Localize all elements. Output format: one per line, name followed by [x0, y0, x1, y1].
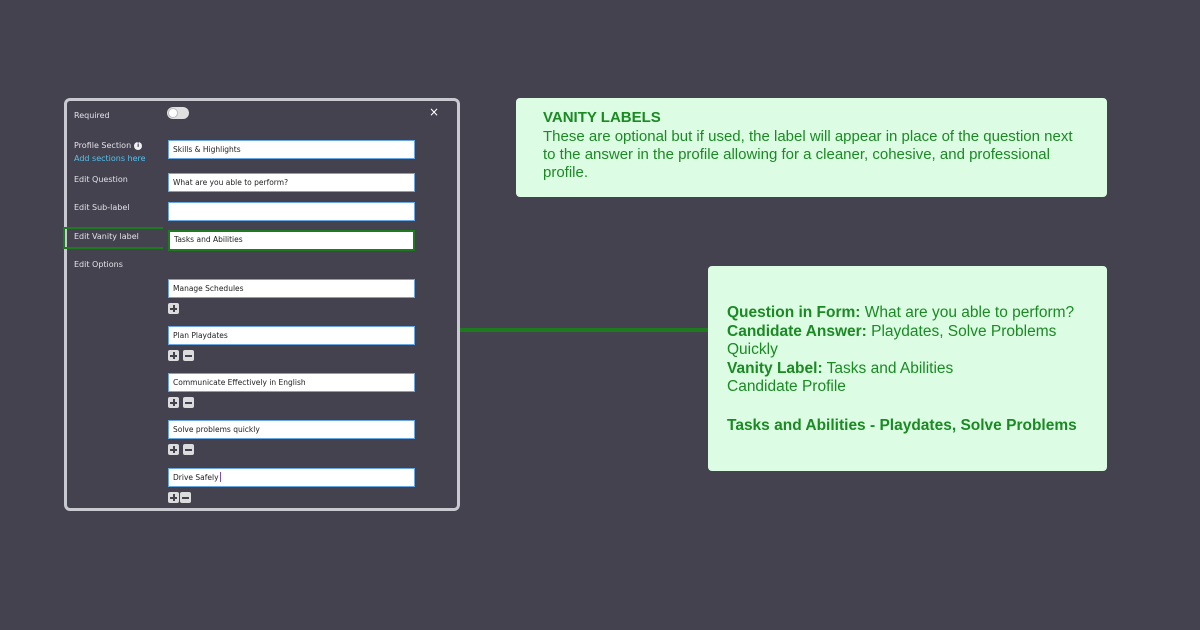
- info-card-body: These are optional but if used, the labe…: [543, 128, 1073, 181]
- remove-option-icon[interactable]: [183, 444, 194, 455]
- candidate-profile-heading: Candidate Profile: [727, 378, 846, 395]
- toggle-knob: [168, 108, 178, 118]
- question-in-form-value: What are you able to perform?: [864, 304, 1075, 321]
- profile-section-field[interactable]: Skills & Highlights: [168, 140, 415, 159]
- required-toggle[interactable]: [167, 107, 189, 119]
- example-question-line: Question in Form: What are you able to p…: [727, 304, 1087, 323]
- remove-option-icon[interactable]: [183, 397, 194, 408]
- edit-sublabel-label: Edit Sub-label: [74, 203, 130, 212]
- option-buttons: [168, 492, 191, 503]
- add-option-icon[interactable]: [168, 444, 179, 455]
- add-option-icon[interactable]: [168, 397, 179, 408]
- add-option-icon[interactable]: [168, 492, 179, 503]
- vanity-label-value: Tasks and Abilities: [826, 359, 954, 377]
- option-field[interactable]: Solve problems quickly: [168, 420, 415, 439]
- profile-result-line: Tasks and Abilities - Playdates, Solve P…: [727, 416, 1077, 434]
- question-in-form-label: Question in Form:: [727, 304, 861, 321]
- info-card-title: VANITY LABELS: [543, 109, 661, 126]
- sublabel-field[interactable]: [168, 202, 415, 221]
- option-field[interactable]: Manage Schedules: [168, 279, 415, 298]
- example-vanity-line: Vanity Label: Tasks and Abilities: [727, 360, 1087, 379]
- vanity-label-field[interactable]: Tasks and Abilities: [168, 230, 415, 251]
- profile-section-text: Profile Section: [74, 141, 132, 150]
- candidate-answer-label: Candidate Answer:: [727, 322, 867, 340]
- add-option-icon[interactable]: [168, 303, 179, 314]
- required-label: Required: [74, 111, 110, 120]
- option-field[interactable]: Drive Safely: [168, 468, 415, 487]
- edit-vanity-label: Edit Vanity label: [74, 232, 139, 241]
- vanity-labels-info-card: VANITY LABELS These are optional but if …: [516, 98, 1107, 197]
- remove-option-icon[interactable]: [183, 350, 194, 361]
- option-buttons: [168, 350, 194, 361]
- add-sections-link[interactable]: Add sections here: [74, 154, 146, 163]
- info-icon[interactable]: i: [134, 142, 143, 150]
- edit-options-label: Edit Options: [74, 260, 123, 269]
- vanity-label-label: Vanity Label:: [727, 359, 823, 377]
- question-field[interactable]: What are you able to perform?: [168, 173, 415, 192]
- vanity-row-highlight: [63, 227, 163, 249]
- example-card: Question in Form: What are you able to p…: [708, 266, 1107, 471]
- option-buttons: [168, 303, 179, 314]
- option-buttons: [168, 444, 194, 455]
- option-field[interactable]: Plan Playdates: [168, 326, 415, 345]
- candidate-answer-value: Playdates, Solve Problems Quickly: [727, 322, 1057, 359]
- example-card-content: Question in Form: What are you able to p…: [727, 304, 1087, 435]
- example-answer-line: Candidate Answer: Playdates, Solve Probl…: [727, 323, 1087, 360]
- option-text: Drive Safely: [173, 473, 219, 482]
- option-field[interactable]: Communicate Effectively in English: [168, 373, 415, 392]
- add-option-icon[interactable]: [168, 350, 179, 361]
- edit-question-label: Edit Question: [74, 175, 128, 184]
- remove-option-icon[interactable]: [180, 492, 191, 503]
- close-icon[interactable]: ×: [429, 105, 440, 119]
- text-caret: [219, 472, 221, 482]
- option-buttons: [168, 397, 194, 408]
